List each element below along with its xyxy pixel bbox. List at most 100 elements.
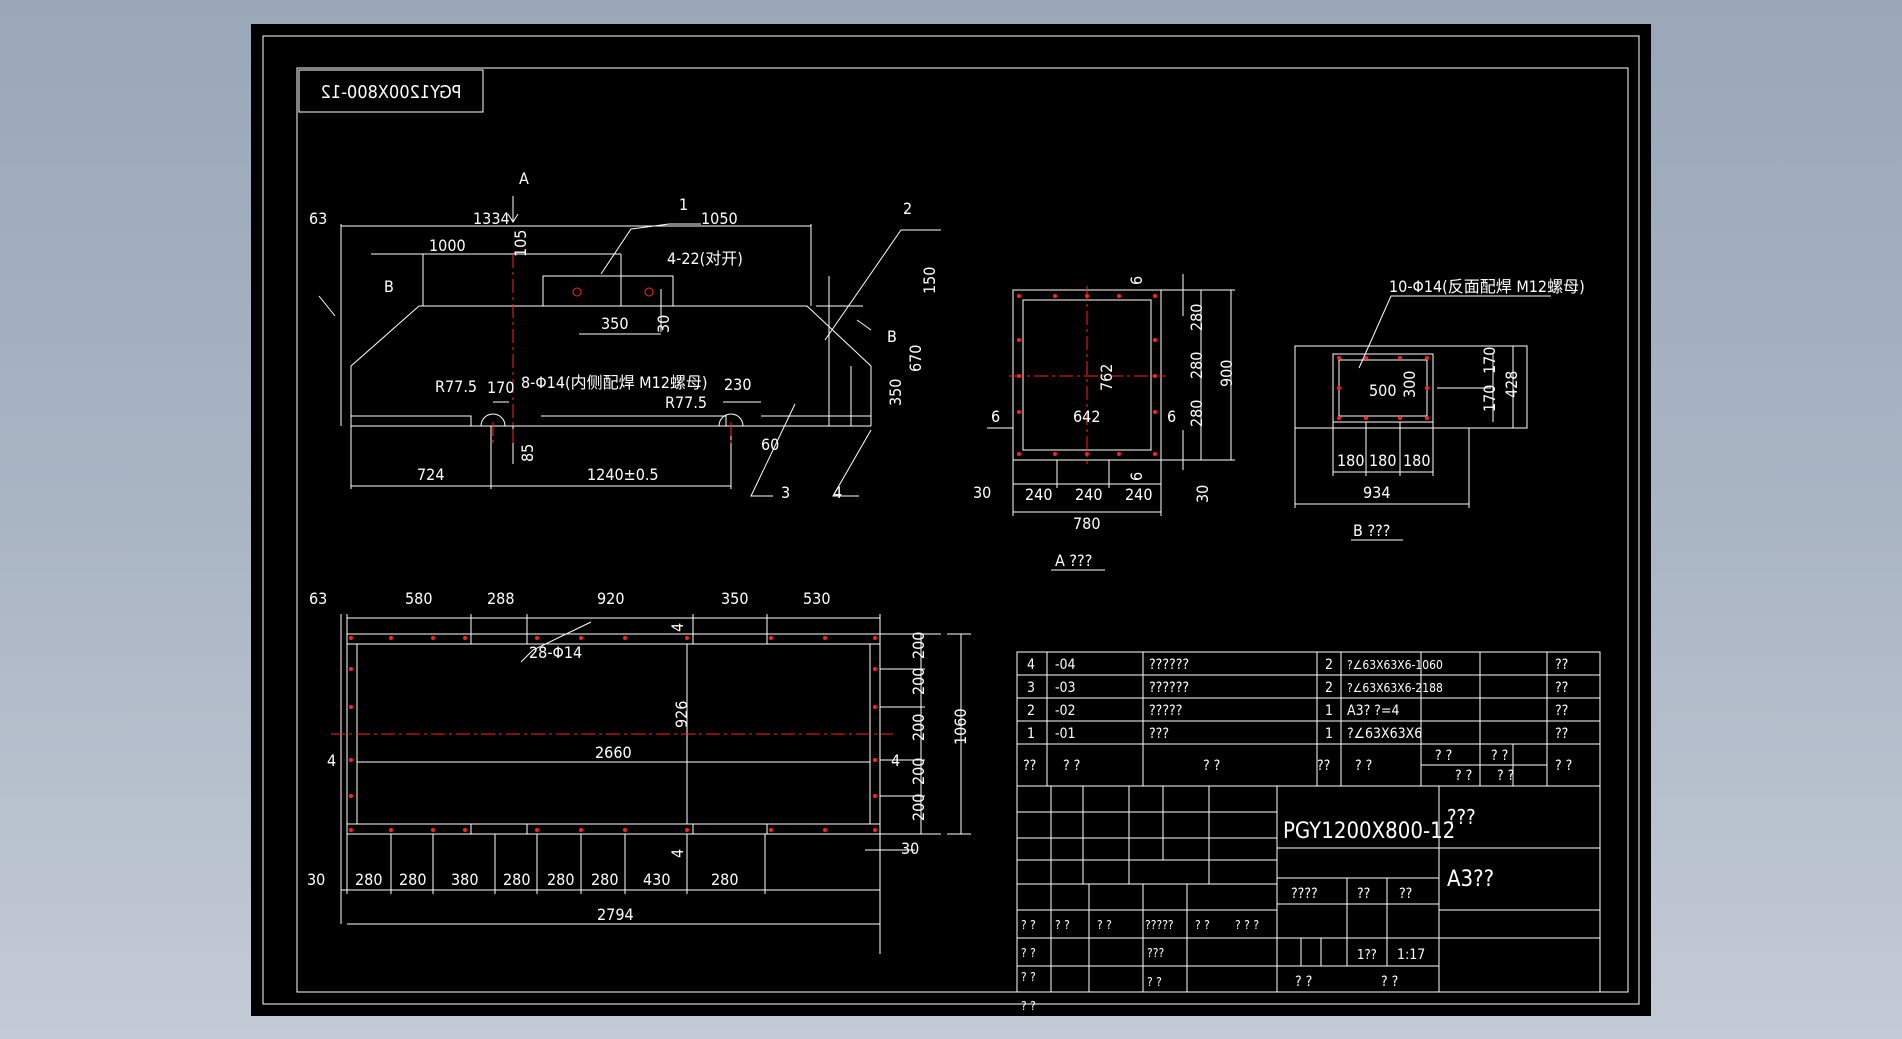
- svg-text:670: 670: [906, 345, 925, 372]
- svg-text:63: 63: [309, 209, 327, 228]
- bolt-hole: [572, 287, 582, 297]
- elevation-dims: A 63 1334 1050 1000 105 4-22(对开) 350 30 …: [309, 169, 939, 502]
- bom-table: [1016, 651, 1601, 993]
- plan-view: [340, 614, 971, 954]
- svg-text:? ?: ? ?: [1021, 946, 1036, 960]
- svg-text:-04: -04: [1055, 657, 1076, 673]
- svg-text:??: ??: [1317, 758, 1330, 774]
- svg-text:780: 780: [1073, 514, 1100, 533]
- svg-text:200: 200: [909, 632, 928, 659]
- svg-text:6: 6: [1127, 276, 1146, 285]
- svg-text:28-Φ14: 28-Φ14: [529, 643, 582, 662]
- leader-4: [832, 429, 872, 497]
- view-a-caption: A ???: [1055, 551, 1092, 570]
- svg-text:724: 724: [417, 465, 444, 484]
- svg-text:200: 200: [909, 758, 928, 785]
- svg-text:??: ??: [1023, 758, 1036, 774]
- svg-text:-02: -02: [1055, 703, 1076, 719]
- svg-text:?∠63X63X6: ?∠63X63X6: [1347, 726, 1422, 742]
- svg-text:B: B: [887, 327, 897, 346]
- scale: 1:17: [1397, 947, 1425, 963]
- svg-text:180: 180: [1337, 451, 1364, 470]
- svg-text:926: 926: [672, 701, 691, 728]
- svg-text:??????: ??????: [1149, 657, 1189, 673]
- svg-text:1: 1: [1325, 726, 1333, 742]
- drawing-canvas: PGY1200X800-12: [262, 35, 1640, 1013]
- svg-text:? ?: ? ?: [1195, 918, 1210, 932]
- svg-text:60: 60: [761, 435, 779, 454]
- svg-text:??: ??: [1555, 680, 1568, 696]
- view-a-centerlines: [1009, 286, 1165, 464]
- svg-text:1: 1: [679, 195, 688, 214]
- svg-text:? ?: ? ?: [1021, 999, 1036, 1013]
- svg-text:? ?: ? ?: [1147, 975, 1162, 989]
- svg-text:? ?: ? ?: [1203, 758, 1220, 774]
- svg-text:? ?: ? ?: [1355, 758, 1372, 774]
- svg-text:2660: 2660: [595, 743, 632, 762]
- svg-text:580: 580: [405, 589, 432, 608]
- svg-text:240: 240: [1025, 485, 1052, 504]
- svg-text:1000: 1000: [429, 236, 466, 255]
- svg-text:1240±0.5: 1240±0.5: [587, 465, 659, 484]
- svg-text:240: 240: [1125, 485, 1152, 504]
- svg-text:105: 105: [511, 230, 530, 257]
- svg-text:??: ??: [1555, 657, 1568, 673]
- svg-text:4: 4: [668, 623, 687, 632]
- svg-text:30: 30: [654, 315, 673, 333]
- drawing-sheet[interactable]: PGY1200X800-12: [251, 24, 1651, 1016]
- svg-text:350: 350: [886, 379, 905, 406]
- svg-text:30: 30: [901, 839, 919, 858]
- drawing-number: PGY1200X800-12: [1283, 819, 1455, 844]
- svg-text:280: 280: [1187, 352, 1206, 379]
- view-b-caption: B ???: [1353, 521, 1390, 540]
- svg-text:?∠63X63X6-1060: ?∠63X63X6-1060: [1347, 658, 1443, 672]
- svg-text:? ? ?: ? ? ?: [1235, 918, 1259, 932]
- svg-text:??????: ??????: [1149, 680, 1189, 696]
- svg-text:2: 2: [903, 199, 912, 218]
- view-a-dims: 6 762 280 280 280 900 6 642 6 6 30 240 2…: [973, 276, 1236, 570]
- svg-text:200: 200: [909, 794, 928, 821]
- view-b-dims: 10-Φ14(反面配焊 M12螺母) 500 300 170 170 428 1…: [1337, 277, 1585, 540]
- svg-text:?∠63X63X6-2188: ?∠63X63X6-2188: [1347, 681, 1443, 695]
- svg-text:6: 6: [1127, 472, 1146, 481]
- svg-text:430: 430: [643, 870, 670, 889]
- svg-text:900: 900: [1217, 360, 1236, 387]
- bolt-hole: [644, 287, 654, 297]
- svg-text:2: 2: [1027, 703, 1035, 719]
- svg-text:200: 200: [909, 714, 928, 741]
- svg-text:-03: -03: [1055, 680, 1076, 696]
- svg-text:170: 170: [1480, 385, 1499, 412]
- svg-text:150: 150: [920, 267, 939, 294]
- svg-text:???: ???: [1447, 805, 1476, 829]
- svg-text:? ?: ? ?: [1381, 974, 1398, 990]
- svg-text:? ?: ? ?: [1295, 974, 1312, 990]
- svg-text:4: 4: [833, 483, 842, 502]
- view-b-leader: [1358, 295, 1551, 369]
- svg-text:85: 85: [518, 444, 537, 462]
- svg-text:? ?: ? ?: [1063, 758, 1080, 774]
- svg-text:200: 200: [909, 668, 928, 695]
- svg-text:? ?: ? ?: [1021, 918, 1036, 932]
- svg-text:???: ???: [1147, 946, 1164, 960]
- svg-text:280: 280: [399, 870, 426, 889]
- svg-text:? ?: ? ?: [1435, 748, 1452, 764]
- svg-text:30: 30: [973, 483, 991, 502]
- svg-text:???: ???: [1149, 726, 1169, 742]
- svg-text:3: 3: [1027, 680, 1035, 696]
- elevation-view: [318, 196, 941, 497]
- svg-text:? ?: ? ?: [1021, 970, 1036, 984]
- svg-text:500: 500: [1369, 381, 1396, 400]
- svg-text:B: B: [384, 277, 394, 296]
- svg-text:1: 1: [1027, 726, 1035, 742]
- svg-text:428: 428: [1502, 371, 1521, 398]
- outer-border: [262, 35, 1640, 1005]
- svg-text:280: 280: [1187, 304, 1206, 331]
- svg-text:? ?: ? ?: [1491, 748, 1508, 764]
- svg-text:? ?: ? ?: [1097, 918, 1112, 932]
- svg-text:? ?: ? ?: [1497, 768, 1514, 784]
- stamp-frame: [298, 69, 484, 113]
- svg-text:6: 6: [991, 407, 1000, 426]
- svg-text:R77.5: R77.5: [665, 393, 707, 412]
- svg-text:? ?: ? ?: [1055, 918, 1070, 932]
- svg-text:280: 280: [547, 870, 574, 889]
